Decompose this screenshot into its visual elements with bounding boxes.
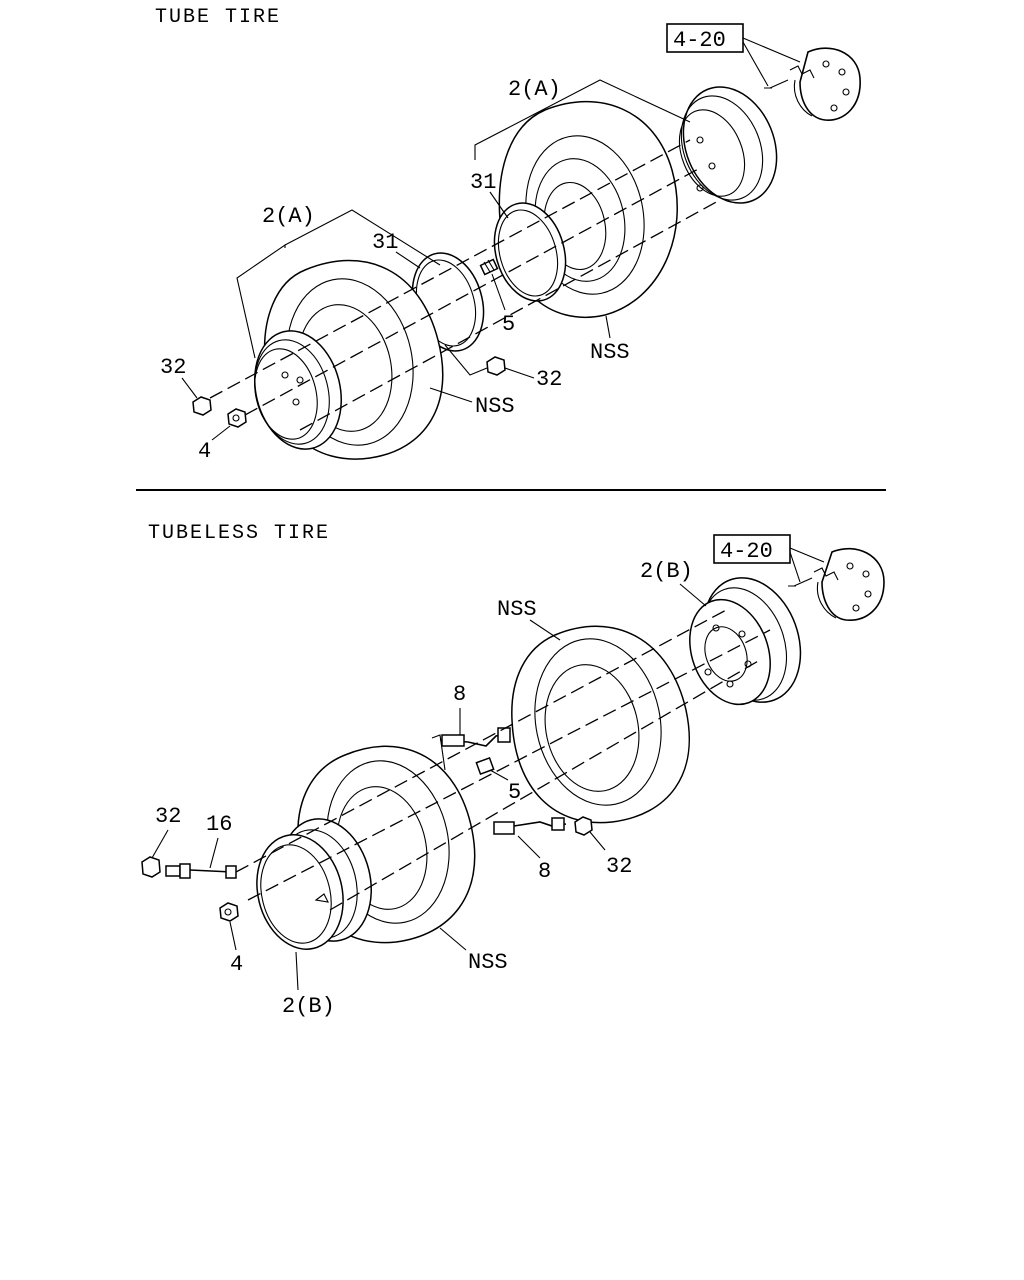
label-4-tube: 4 xyxy=(198,439,211,464)
nut-32-left-tube xyxy=(192,396,212,416)
label-nss-lower-tube: NSS xyxy=(475,394,515,419)
nut-32-right-tube xyxy=(486,356,506,376)
ring-31-upper xyxy=(493,202,567,302)
hub-drum-tube xyxy=(764,47,861,121)
hub-drum-tubeless xyxy=(788,547,885,621)
valve-hose-upper xyxy=(439,727,511,747)
rear-wheel-tubeless xyxy=(689,577,802,706)
label-nss-upper-tubeless: NSS xyxy=(497,597,537,622)
label-8-lower: 8 xyxy=(538,859,551,884)
label-4-tubeless: 4 xyxy=(230,952,243,977)
rear-tire-tubeless xyxy=(511,625,690,824)
label-32-left-tubeless: 32 xyxy=(155,804,181,829)
label-31-lower: 31 xyxy=(372,230,398,255)
valve-5-tubeless xyxy=(475,757,495,775)
tubeless-tire-section: TUBELESS TIRE xyxy=(141,522,885,1019)
label-32-left-tube: 32 xyxy=(160,355,186,380)
label-nss-lower-tubeless: NSS xyxy=(468,950,508,975)
nut-32-right-tubeless xyxy=(574,816,593,836)
stud-16 xyxy=(165,863,237,879)
valve-5-tube xyxy=(479,258,499,276)
ref-box-label: 4-20 xyxy=(673,28,726,53)
front-wheel-tubeless xyxy=(256,818,373,950)
ref-box-4-20-tube: 4-20 xyxy=(666,23,801,87)
tubeless-section-title: TUBELESS TIRE xyxy=(148,522,330,545)
nut-4-tubeless xyxy=(219,902,239,922)
nut-32-left-tubeless xyxy=(141,856,161,878)
label-32-right-tubeless: 32 xyxy=(606,854,632,879)
tube-section-title: TUBE TIRE xyxy=(155,6,281,29)
rear-rim-tube xyxy=(678,86,778,204)
label-2b-upper: 2(B) xyxy=(640,559,693,584)
label-32-right-tube: 32 xyxy=(536,367,562,392)
valve-hose-lower xyxy=(493,817,567,835)
label-5-tube: 5 xyxy=(502,312,515,337)
label-16: 16 xyxy=(206,812,232,837)
label-2a-upper: 2(A) xyxy=(508,77,561,102)
ref-box-label: 4-20 xyxy=(720,539,773,564)
nut-4-tube xyxy=(227,408,247,428)
ref-box-4-20-tubeless: 4-20 xyxy=(713,534,825,583)
label-2a-lower: 2(A) xyxy=(262,204,315,229)
label-5-tubeless: 5 xyxy=(508,780,521,805)
label-2b-lower: 2(B) xyxy=(282,994,335,1019)
label-nss-upper-tube: NSS xyxy=(590,340,630,365)
label-8-upper: 8 xyxy=(453,682,466,707)
label-31-upper: 31 xyxy=(470,170,496,195)
tube-tire-section: TUBE TIRE xyxy=(155,6,861,464)
